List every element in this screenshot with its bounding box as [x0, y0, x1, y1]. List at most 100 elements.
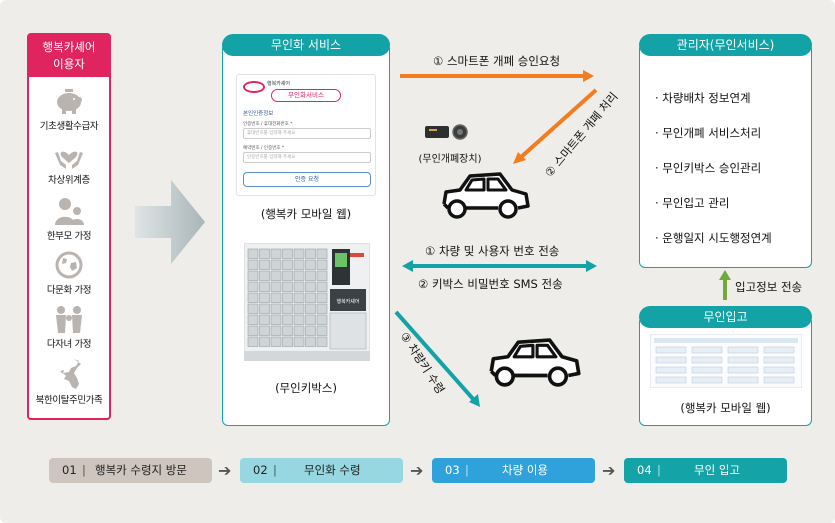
mobile-section-title: 본인인증정보: [243, 111, 274, 117]
service-box-title: 무인화 서비스: [222, 34, 390, 56]
step-arrow-icon: ➔: [218, 461, 232, 480]
step-arrow-icon: ➔: [410, 461, 424, 480]
user-item-multichild: 다자녀 가정: [29, 303, 109, 350]
key-box-locker: [270, 270, 282, 281]
warehousing-cell: [691, 376, 723, 384]
admin-function-list: · 차량배차 정보연계 · 무인개폐 서비스처리 · 무인키박스 승인관리 · …: [655, 88, 772, 263]
key-box-locker: [247, 325, 259, 336]
key-box-locker: [305, 281, 316, 292]
key-box-locker: [316, 281, 328, 292]
key-box-locker: [316, 270, 328, 281]
user-item-defector: 북한이탈주민가족: [29, 357, 109, 406]
warehousing-cell: [763, 346, 795, 354]
piggy-bank-icon: [57, 89, 82, 114]
key-box-locker: [247, 259, 259, 270]
mobile-logo-main: 무인화서비스: [271, 89, 341, 102]
step-vehicle-use: 03 | 차량 이용: [432, 458, 595, 483]
warehousing-cell: [655, 356, 687, 364]
key-box-locker: [282, 336, 293, 347]
step-separator: |: [657, 463, 661, 477]
key-box-locker: [247, 292, 259, 303]
step-return: 04 | 무인 입고: [624, 458, 787, 483]
step-number: 02: [253, 463, 268, 477]
key-box-locker: [293, 270, 305, 281]
admin-item: · 차량배차 정보연계: [655, 91, 751, 105]
admin-item: · 무인키박스 승인관리: [655, 161, 762, 175]
warehousing-cell: [763, 366, 795, 374]
mobile-field2-input: 인증번호를 입력해 주세요: [243, 152, 371, 163]
key-box-locker: [259, 281, 270, 292]
key-box-locker: [247, 248, 259, 259]
flow-label-approve-request: ① 스마트폰 개폐 승인요청: [433, 54, 561, 68]
user-panel: 행복카셰어 이용자 기초생활수급자 차상위계층: [27, 33, 111, 420]
step-separator: |: [273, 463, 277, 477]
step-name: 행복카 수령지 방문: [95, 463, 187, 477]
admin-item: · 무인입고 관리: [655, 196, 730, 210]
key-box-locker: [293, 259, 305, 270]
key-box-locker: [259, 259, 270, 270]
key-box-locker: [282, 248, 293, 259]
warehousing-cell: [727, 346, 759, 354]
user-item-near-poverty: 차상위계층: [29, 139, 109, 186]
key-box-locker: [270, 259, 282, 270]
warehousing-cell: [691, 356, 723, 364]
key-box-locker: [282, 259, 293, 270]
key-box-locker: [247, 281, 259, 292]
key-box-locker: [305, 325, 316, 336]
key-box-locker: [293, 325, 305, 336]
mobile-field1-label: 인증번호 / 휴대전화번호 *: [243, 122, 293, 127]
admin-item: · 운행일지 시도행정연계: [655, 231, 772, 245]
key-box-locker: [282, 314, 293, 325]
key-box-locker: [316, 248, 328, 259]
info-transfer-arrowhead-right: [586, 260, 597, 272]
warehousing-info-label: 입고정보 전송: [735, 280, 803, 294]
user-title-line1: 행복카셰어: [42, 40, 96, 54]
key-box-locker: [270, 303, 282, 314]
step-name: 무인 입고: [694, 463, 740, 477]
mobile-auth-button: 인증 요청: [243, 172, 371, 187]
warehousing-cell: [727, 356, 759, 364]
key-box-locker: [316, 336, 328, 347]
big-grey-arrow: [135, 180, 205, 264]
key-box-locker: [282, 270, 293, 281]
car-icon: [442, 172, 530, 219]
user-item-label: 다자녀 가정: [46, 339, 92, 350]
step-separator: |: [82, 463, 86, 477]
key-box-locker: [305, 314, 316, 325]
key-box-locker: [270, 336, 282, 347]
step-name: 무인화 수령: [304, 463, 361, 477]
key-box-locker: [293, 303, 305, 314]
open-process-arrow: [518, 88, 598, 160]
key-box-locker: [270, 314, 282, 325]
key-box-locker: [316, 259, 328, 270]
step-arrow-icon: ➔: [602, 461, 616, 480]
mobile-logo: [243, 81, 265, 93]
korea-map-icon: [60, 359, 81, 389]
warehousing-screenshot: [650, 334, 802, 388]
key-box-caption: (무인키박스): [275, 381, 337, 395]
key-box-locker: [259, 248, 270, 259]
key-box-locker: [247, 314, 259, 325]
warehousing-cell: [727, 366, 759, 374]
key-box-illustration: 행복카셰어: [244, 243, 370, 361]
kiosk-brand: 행복카셰어: [336, 298, 359, 305]
key-box-locker: [282, 292, 293, 303]
key-box-locker: [305, 270, 316, 281]
open-process-arrowhead: [513, 152, 526, 164]
user-item-label: 차상위계층: [48, 175, 90, 186]
key-box-locker: [293, 336, 305, 347]
parent-child-icon: [55, 198, 84, 225]
user-panel-title: 행복카셰어 이용자: [29, 35, 109, 77]
key-box-locker: [293, 314, 305, 325]
user-item-multicultural: 다문화 가정: [29, 249, 109, 296]
user-item-label: 한부모 가정: [46, 231, 92, 242]
key-box-locker: [259, 325, 270, 336]
step-separator: |: [465, 463, 469, 477]
key-box-locker: [293, 292, 305, 303]
step-visit: 01 | 행복카 수령지 방문: [49, 458, 212, 483]
warehousing-cell: [691, 366, 723, 374]
key-box-locker: [282, 281, 293, 292]
warehousing-cell: [763, 376, 795, 384]
warehousing-box-title: 무인입고: [639, 306, 812, 328]
